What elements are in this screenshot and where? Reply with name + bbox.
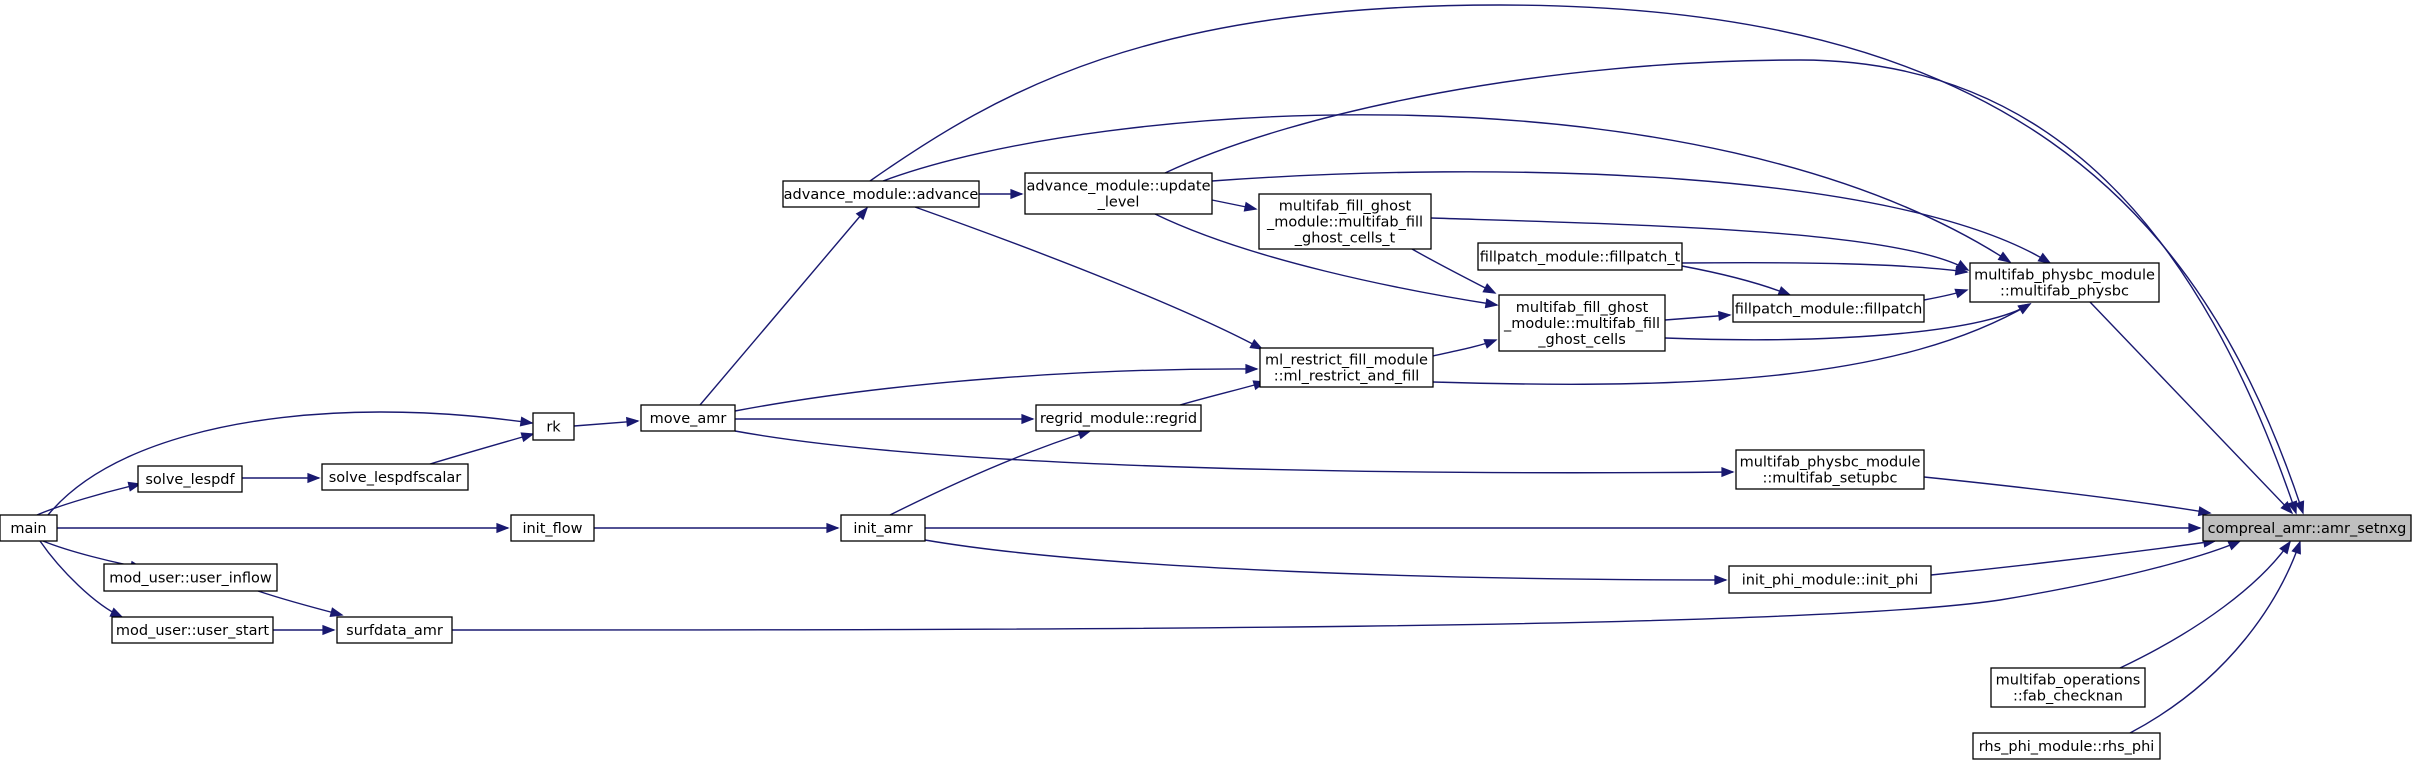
edge-init-amr-to-regrid bbox=[889, 429, 1092, 516]
edge-advance-to-amr-setnxg bbox=[869, 4, 2305, 515]
edge-fillpatch-t-to-fillpatch bbox=[1681, 265, 1792, 296]
node-label: ::multifab_physbc bbox=[2000, 284, 2129, 300]
edge-init-amr-to-amr-setnxg bbox=[925, 522, 2202, 534]
edge-advance-to-update-level bbox=[979, 188, 1024, 200]
node-label: rk bbox=[546, 420, 561, 436]
node-label: fillpatch_module::fillpatch bbox=[1735, 302, 1923, 318]
node-label: _level bbox=[1097, 195, 1140, 211]
edge-mf-ghost-t-to-mf-ghost bbox=[1411, 248, 1497, 294]
edge-update-level-to-amr-setnxg bbox=[1164, 59, 2298, 515]
node-label: main bbox=[10, 521, 46, 537]
node-regrid[interactable]: regrid_module::regrid bbox=[1035, 404, 1202, 432]
node-label: advance_module::advance bbox=[784, 187, 979, 203]
node-label: fillpatch_module::fillpatch_t bbox=[1480, 250, 1681, 266]
node-label: _ghost_cells_t bbox=[1294, 231, 1396, 247]
node-rhs-phi[interactable]: rhs_phi_module::rhs_phi bbox=[1972, 732, 2161, 760]
node-amr-setnxg[interactable]: compreal_amr::amr_setnxg bbox=[2202, 514, 2412, 542]
node-label: regrid_module::regrid bbox=[1040, 411, 1197, 427]
edge-init-amr-to-init-phi bbox=[924, 539, 1728, 586]
node-label: _module::multifab_fill bbox=[1503, 316, 1660, 332]
node-surfdata-amr[interactable]: surfdata_amr bbox=[336, 616, 453, 644]
edge-mod-user-inflow-to-surfdata-amr bbox=[257, 590, 344, 617]
node-solve-lespdf[interactable]: solve_lespdf bbox=[137, 465, 243, 493]
node-rk[interactable]: rk bbox=[532, 412, 575, 441]
edge-fillpatch-to-physbc bbox=[1923, 288, 1969, 301]
node-move-amr[interactable]: move_amr bbox=[640, 404, 736, 432]
edge-rhs-phi-to-amr-setnxg bbox=[2129, 540, 2301, 734]
edge-setupbc-to-amr-setnxg bbox=[1923, 476, 2212, 517]
node-setupbc[interactable]: multifab_physbc_module::multifab_setupbc bbox=[1735, 449, 1925, 490]
edge-regrid-to-ml-restrict bbox=[1179, 380, 1267, 406]
node-label: advance_module::update bbox=[1026, 179, 1210, 195]
node-label: solve_lespdf bbox=[145, 472, 235, 488]
node-label: solve_lespdfscalar bbox=[329, 470, 462, 486]
node-label: init_flow bbox=[522, 521, 582, 537]
node-mod-user-inflow[interactable]: mod_user::user_inflow bbox=[103, 563, 278, 592]
node-label: _module::multifab_fill bbox=[1266, 215, 1423, 231]
edge-mod-user-start-to-surfdata-amr bbox=[273, 624, 336, 636]
nodes-layer: main solve_lespdfmod_user::user_inflowmod… bbox=[0, 172, 2412, 760]
edge-move-amr-to-advance bbox=[699, 206, 869, 406]
edge-ml-restrict-to-mf-ghost bbox=[1432, 339, 1498, 357]
edge-init-flow-to-init-amr bbox=[594, 522, 840, 534]
node-update-level[interactable]: advance_module::update_level bbox=[1024, 172, 1213, 215]
edge-init-phi-to-amr-setnxg bbox=[1930, 537, 2217, 576]
edge-rk-to-move-amr bbox=[573, 416, 640, 427]
node-label: mod_user::user_inflow bbox=[109, 571, 272, 587]
edge-advance-to-physbc bbox=[882, 114, 2012, 263]
node-solve-lespdfscalar[interactable]: solve_lespdfscalar bbox=[321, 463, 469, 491]
node-fillpatch-t[interactable]: fillpatch_module::fillpatch_t bbox=[1477, 242, 1683, 271]
edge-update-level-to-mf-ghost-t bbox=[1211, 199, 1258, 212]
edge-move-amr-to-ml-restrict bbox=[734, 363, 1259, 412]
node-label: multifab_fill_ghost bbox=[1516, 300, 1649, 316]
node-fab-checknan[interactable]: multifab_operations::fab_checknan bbox=[1990, 667, 2146, 708]
node-fillpatch[interactable]: fillpatch_module::fillpatch bbox=[1732, 294, 1925, 323]
node-label: rhs_phi_module::rhs_phi bbox=[1979, 739, 2155, 755]
edge-physbc-to-amr-setnxg bbox=[2089, 301, 2294, 515]
edge-move-amr-to-regrid bbox=[735, 413, 1035, 425]
node-label: _ghost_cells bbox=[1537, 332, 1626, 348]
edges-layer bbox=[36, 4, 2305, 734]
edge-mf-ghost-to-fillpatch bbox=[1664, 310, 1732, 321]
node-label: surfdata_amr bbox=[346, 623, 443, 639]
node-label: mod_user::user_start bbox=[116, 623, 270, 639]
node-label: ml_restrict_fill_module bbox=[1265, 353, 1428, 369]
node-label: ::multifab_setupbc bbox=[1762, 471, 1897, 487]
edge-fab-checknan-to-amr-setnxg bbox=[2119, 540, 2291, 669]
node-label: init_phi_module::init_phi bbox=[1742, 573, 1919, 589]
edge-surfdata-amr-to-amr-setnxg bbox=[451, 540, 2242, 631]
node-advance[interactable]: advance_module::advance bbox=[782, 180, 980, 208]
edge-solve-lespdf-to-solve-lespdfscalar bbox=[242, 472, 321, 484]
node-label: move_amr bbox=[650, 411, 727, 427]
node-label: multifab_physbc_module bbox=[1974, 268, 2155, 284]
node-mf-ghost-t[interactable]: multifab_fill_ghost_module::multifab_fil… bbox=[1258, 193, 1432, 250]
edge-update-level-to-mf-ghost bbox=[1154, 213, 1499, 309]
node-init-phi[interactable]: init_phi_module::init_phi bbox=[1728, 565, 1932, 594]
edge-fillpatch-t-to-physbc bbox=[1681, 261, 1969, 276]
edge-solve-lespdfscalar-to-rk bbox=[429, 432, 535, 465]
node-main[interactable]: main bbox=[0, 514, 58, 542]
node-mf-ghost[interactable]: multifab_fill_ghost_module::multifab_fil… bbox=[1498, 294, 1666, 352]
node-label: multifab_fill_ghost bbox=[1279, 199, 1412, 215]
node-init-amr[interactable]: init_amr bbox=[840, 514, 926, 542]
node-label: multifab_physbc_module bbox=[1740, 455, 1921, 471]
node-label: multifab_operations bbox=[1996, 673, 2141, 689]
node-label: compreal_amr::amr_setnxg bbox=[2208, 521, 2407, 537]
node-init-flow[interactable]: init_flow bbox=[510, 514, 595, 542]
node-ml-restrict[interactable]: ml_restrict_fill_module::ml_restrict_and… bbox=[1259, 347, 1434, 388]
edge-mf-ghost-to-physbc bbox=[1664, 303, 2032, 341]
node-mod-user-start[interactable]: mod_user::user_start bbox=[111, 616, 274, 644]
node-label: ::fab_checknan bbox=[2013, 689, 2123, 705]
node-physbc[interactable]: multifab_physbc_module::multifab_physbc bbox=[1969, 262, 2160, 303]
edge-main-to-solve-lespdf bbox=[36, 481, 142, 516]
node-label: init_amr bbox=[853, 521, 912, 537]
node-label: ::ml_restrict_and_fill bbox=[1274, 369, 1420, 385]
edge-advance-to-ml-restrict bbox=[914, 206, 1264, 350]
edge-main-to-init-flow bbox=[57, 522, 510, 534]
edge-move-amr-to-setupbc bbox=[734, 430, 1735, 478]
edge-update-level-to-physbc bbox=[1211, 171, 2052, 264]
edge-main-to-rk bbox=[47, 411, 534, 516]
